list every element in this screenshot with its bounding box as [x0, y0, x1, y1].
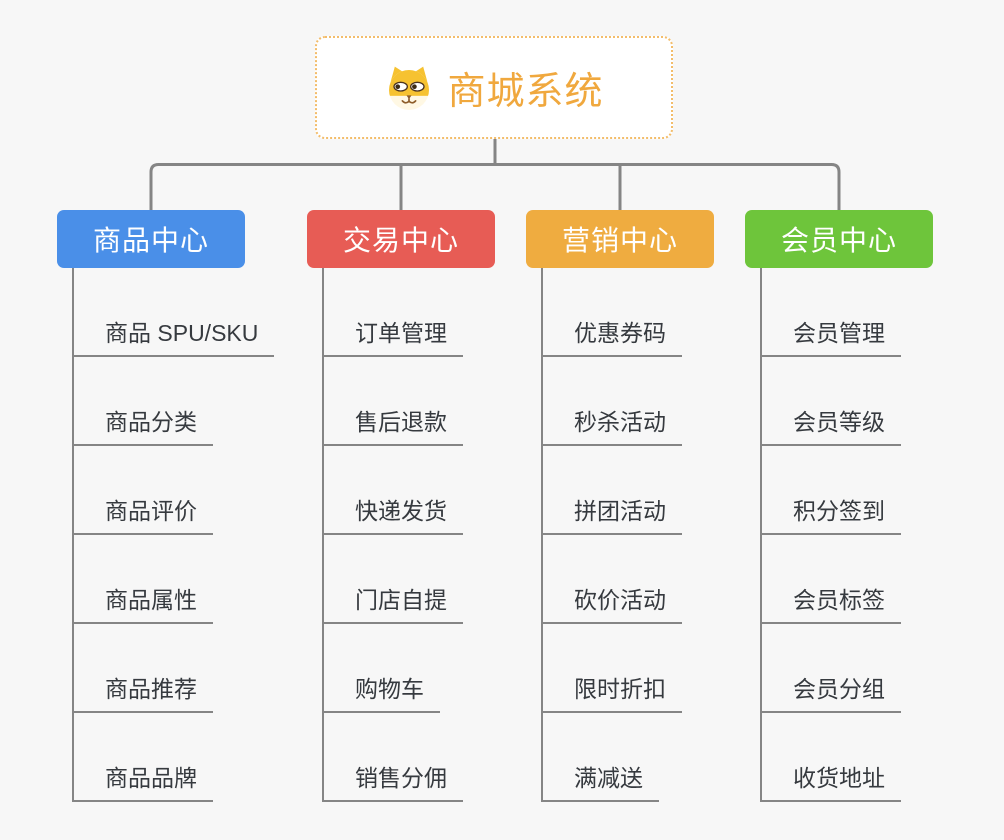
leaf-node[interactable]: 商品分类: [74, 357, 213, 446]
leaf-node[interactable]: 砍价活动: [543, 535, 682, 624]
branch-list-products: 商品 SPU/SKU 商品分类 商品评价 商品属性 商品推荐 商品品牌: [72, 268, 275, 802]
leaf-node[interactable]: 满减送: [543, 713, 659, 802]
leaf-node[interactable]: 快递发货: [324, 446, 463, 535]
branch-list-trade: 订单管理 售后退款 快递发货 门店自提 购物车 销售分佣: [322, 268, 463, 802]
branch-list-marketing: 优惠券码 秒杀活动 拼团活动 砍价活动 限时折扣 满减送: [541, 268, 682, 802]
leaf-node[interactable]: 限时折扣: [543, 624, 682, 713]
branch-header-members[interactable]: 会员中心: [745, 210, 933, 268]
leaf-node[interactable]: 销售分佣: [324, 713, 463, 802]
branch-header-marketing[interactable]: 营销中心: [526, 210, 714, 268]
leaf-node[interactable]: 商品品牌: [74, 713, 213, 802]
branch-header-trade[interactable]: 交易中心: [307, 210, 495, 268]
leaf-node[interactable]: 积分签到: [762, 446, 901, 535]
branch-elbow-line: [149, 163, 841, 211]
leaf-node[interactable]: 拼团活动: [543, 446, 682, 535]
leaf-node[interactable]: 商品评价: [74, 446, 213, 535]
leaf-node[interactable]: 秒杀活动: [543, 357, 682, 446]
leaf-node[interactable]: 优惠券码: [543, 268, 682, 357]
leaf-node[interactable]: 订单管理: [324, 268, 463, 357]
root-title: 商城系统: [447, 71, 604, 113]
leaf-node[interactable]: 商品属性: [74, 535, 213, 624]
leaf-node[interactable]: 会员等级: [762, 357, 901, 446]
branch-header-products[interactable]: 商品中心: [57, 210, 245, 268]
leaf-node[interactable]: 商品 SPU/SKU: [74, 268, 275, 357]
leaf-node[interactable]: 门店自提: [324, 535, 463, 624]
leaf-node[interactable]: 售后退款: [324, 357, 463, 446]
root-node[interactable]: 商城系统: [315, 36, 673, 139]
leaf-node[interactable]: 会员管理: [762, 268, 901, 357]
leaf-node[interactable]: 会员分组: [762, 624, 901, 713]
branch-list-members: 会员管理 会员等级 积分签到 会员标签 会员分组 收货地址: [760, 268, 901, 802]
leaf-node[interactable]: 商品推荐: [74, 624, 213, 713]
dog-face-icon: [384, 64, 434, 111]
leaf-node[interactable]: 收货地址: [762, 713, 901, 802]
leaf-node[interactable]: 会员标签: [762, 535, 901, 624]
leaf-node[interactable]: 购物车: [324, 624, 440, 713]
